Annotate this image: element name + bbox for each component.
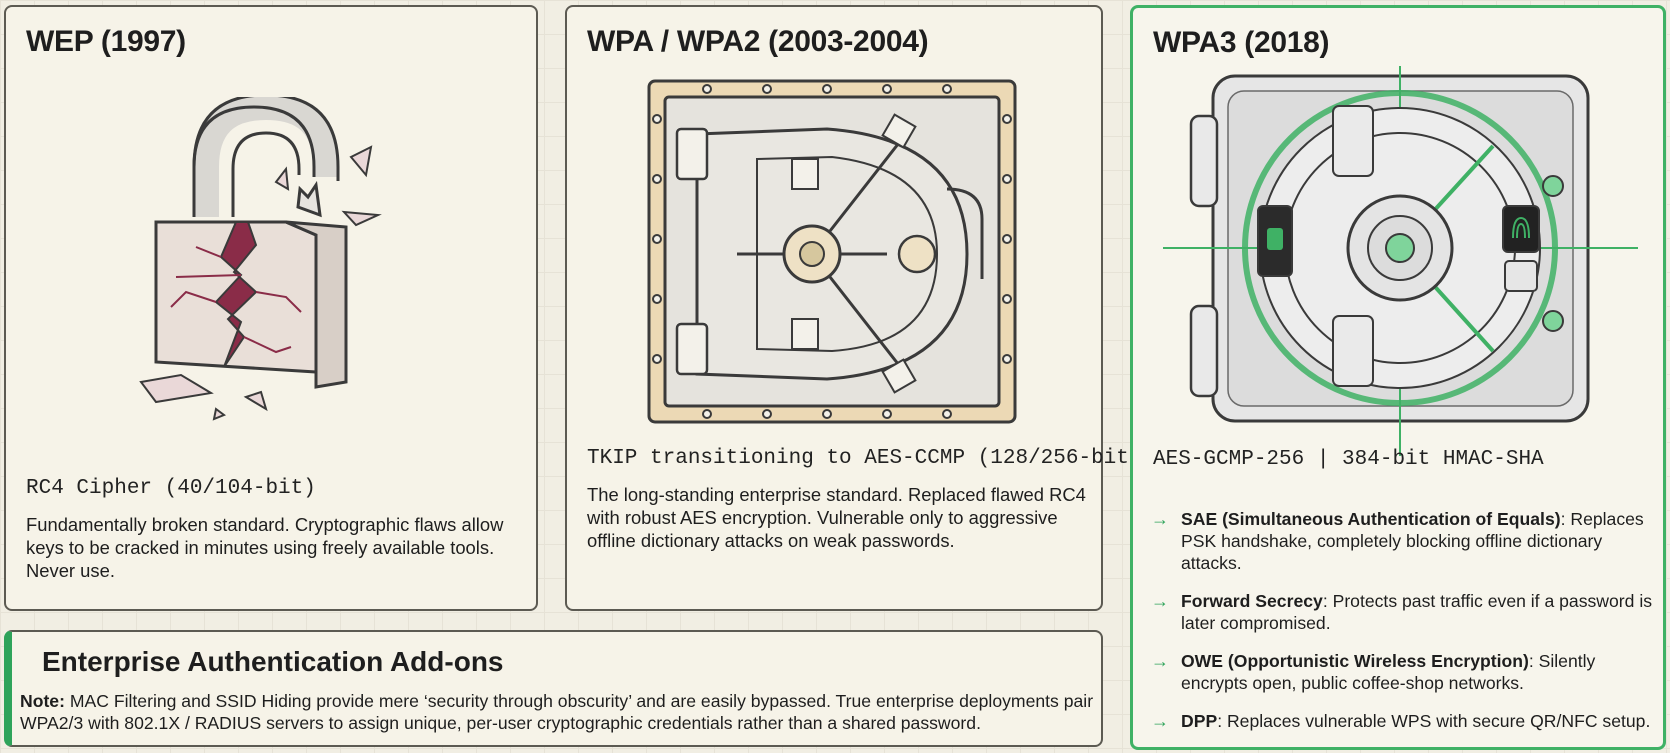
enterprise-note: Note: MAC Filtering and SSID Hiding prov… — [20, 690, 1095, 734]
arrow-right-icon: → — [1151, 591, 1169, 611]
vault-door-icon — [647, 79, 1017, 424]
list-item: → OWE (Opportunistic Wireless Encryption)… — [1151, 650, 1656, 694]
wep-description: Fundamentally broken standard. Cryptogra… — [26, 514, 504, 581]
wpa2-cipher: TKIP transitioning to AES-CCMP (128/256-… — [587, 447, 1142, 470]
broken-padlock-icon — [139, 97, 382, 421]
arrow-right-icon: → — [1151, 509, 1169, 529]
feature-term: DPP — [1181, 711, 1218, 731]
wep-title: WEP (1997) — [26, 25, 186, 58]
list-item: → Forward Secrecy: Protects past traffic … — [1151, 590, 1656, 634]
wpa3-feature-list: → SAE (Simultaneous Authentication of Equ… — [1151, 508, 1656, 748]
wep-card: WEP (1997) RC4 Cipher (40/104-bit) Funda… — [4, 5, 538, 611]
arrow-right-icon: → — [1151, 651, 1169, 671]
note-text: MAC Filtering and SSID Hiding provide me… — [20, 691, 1094, 733]
wpa2-title: WPA / WPA2 (2003-2004) — [587, 25, 929, 58]
feature-text: : Protects past traffic even if a passwo… — [1181, 591, 1653, 633]
feature-term: SAE (Simultaneous Authentication of Equa… — [1181, 509, 1561, 529]
feature-text: : Silently encrypts open, public coffee-… — [1181, 651, 1596, 693]
wpa2-card: WPA / WPA2 (2003-2004) TKIP transitionin… — [565, 5, 1142, 611]
feature-term: OWE (Opportunistic Wireless Encryption) — [1181, 651, 1529, 671]
arrow-right-icon: → — [1151, 711, 1169, 731]
feature-term: Forward Secrecy — [1181, 591, 1323, 611]
feature-text: : Replaces vulnerable WPS with secure QR… — [1217, 711, 1651, 731]
list-item: → SAE (Simultaneous Authentication of Equ… — [1151, 508, 1656, 574]
wep-cipher: RC4 Cipher (40/104-bit) — [26, 477, 316, 500]
enterprise-card: Enterprise Authentication Add-ons Note: … — [4, 630, 1103, 747]
feature-text: : Replaces PSK handshake, completely blo… — [1181, 509, 1644, 573]
wpa3-cipher: AES-GCMP-256 | 384-bit HMAC-SHA — [1153, 448, 1544, 471]
wpa3-card: WPA3 (2018) AES-GCMP-256 | 384-bit HMAC-… — [1130, 5, 1666, 750]
biometric-vault-icon — [1163, 66, 1638, 456]
list-item: → DPP: Replaces vulnerable WPS with secur… — [1151, 710, 1656, 732]
enterprise-title: Enterprise Authentication Add-ons — [42, 646, 504, 677]
wpa2-description: The long-standing enterprise standard. R… — [587, 484, 1086, 551]
wpa3-title: WPA3 (2018) — [1153, 26, 1330, 59]
note-label: Note: — [20, 691, 65, 711]
